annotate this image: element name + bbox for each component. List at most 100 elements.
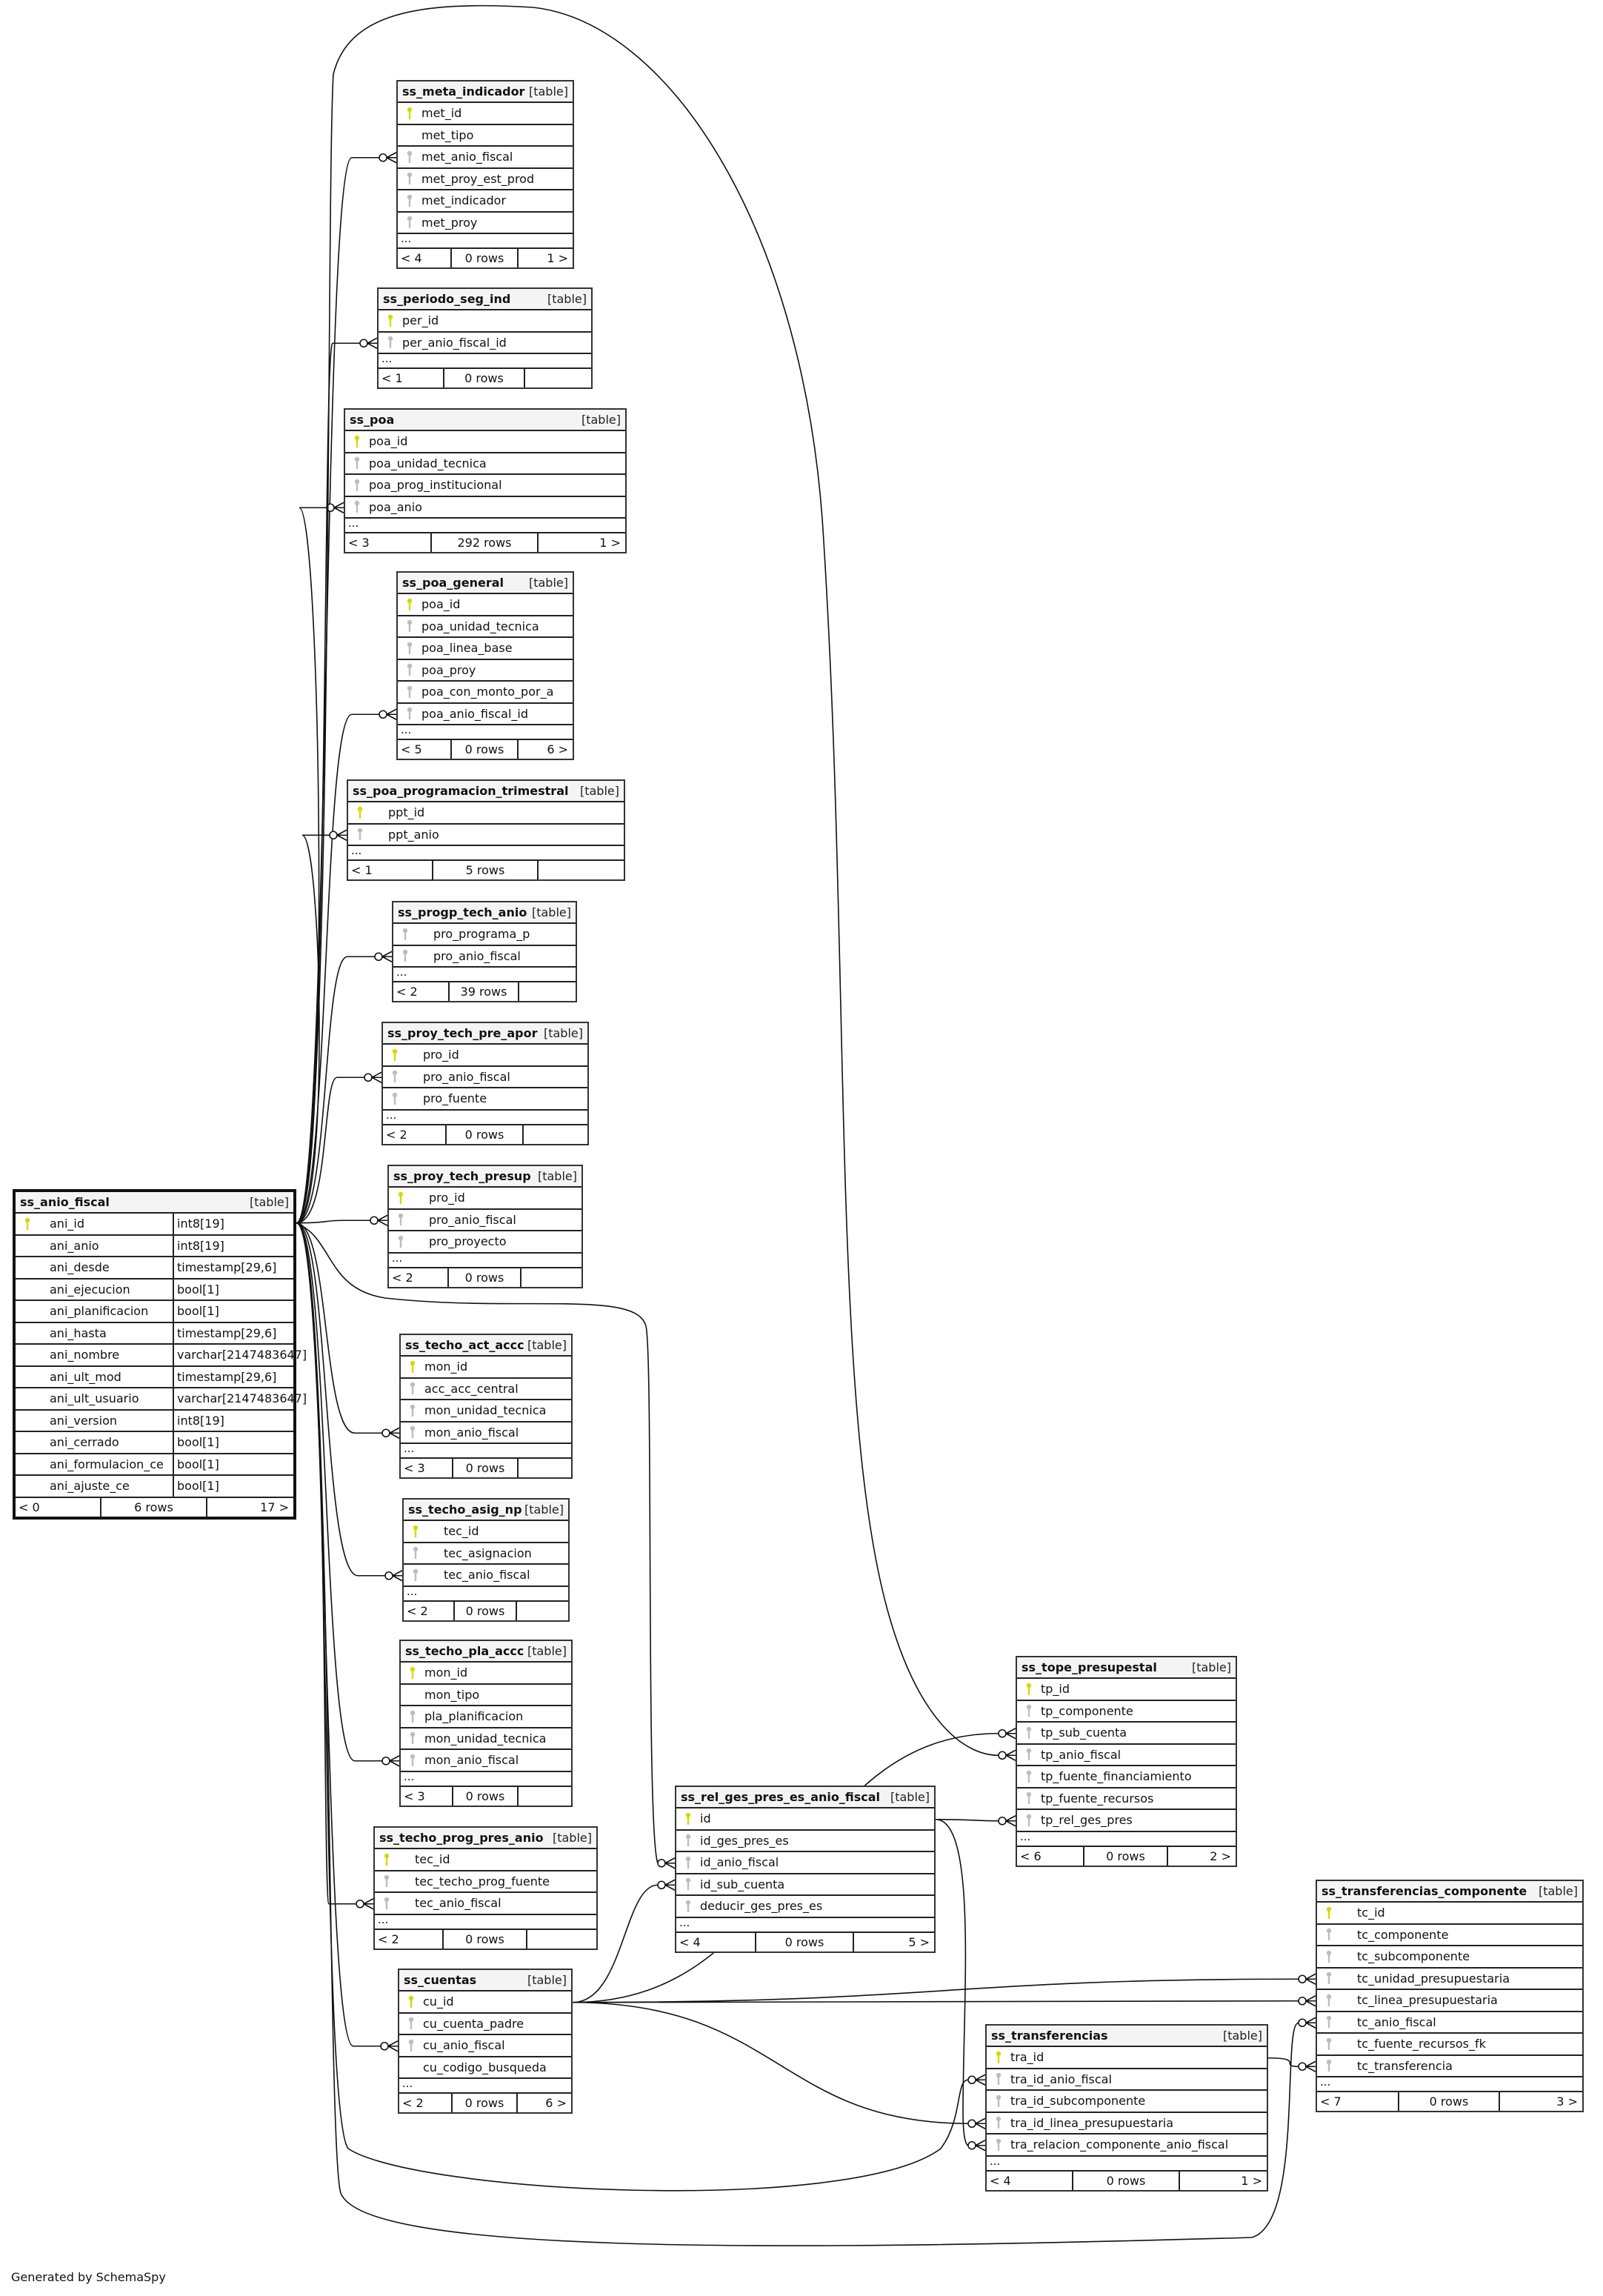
column-row[interactable]: pro_id <box>389 1188 581 1210</box>
table-header[interactable]: ss_poa_programacion_trimestral[table] <box>348 781 624 802</box>
table-header[interactable]: ss_periodo_seg_ind[table] <box>379 289 591 310</box>
column-row[interactable]: id_ges_pres_es <box>676 1831 934 1852</box>
column-row[interactable]: poa_id <box>398 594 573 616</box>
table-header[interactable]: ss_poa_general[table] <box>398 573 573 594</box>
column-row[interactable]: pro_anio_fiscal <box>393 946 576 968</box>
column-row[interactable]: tp_fuente_financiamiento <box>1017 1766 1236 1788</box>
children-count[interactable]: 17 > <box>260 1500 289 1514</box>
parents-count[interactable]: < 7 <box>1317 2092 1399 2111</box>
table-ss-transferencias-componente[interactable]: ss_transferencias_componente[table]tc_id… <box>1316 1880 1584 2112</box>
parents-count[interactable]: < 2 <box>375 1929 444 1949</box>
parents-count[interactable]: < 2 <box>393 982 450 1001</box>
column-row[interactable]: pla_planificacion <box>401 1706 571 1728</box>
parents-count[interactable]: < 3 <box>401 1786 454 1806</box>
column-row[interactable]: tc_componente <box>1317 1925 1582 1946</box>
column-row[interactable]: deducir_ges_pres_es <box>676 1896 934 1918</box>
table-header[interactable]: ss_techo_asig_np[table] <box>404 1500 568 1521</box>
table-header[interactable]: ss_tope_presupestal[table] <box>1017 1657 1236 1679</box>
column-row[interactable]: poa_unidad_tecnica <box>345 453 625 475</box>
column-row[interactable]: met_proy_est_prod <box>398 169 573 190</box>
children-count[interactable]: 5 > <box>908 1934 930 1949</box>
children-count[interactable] <box>525 369 591 387</box>
table-header[interactable]: ss_progp_tech_anio[table] <box>393 902 576 924</box>
children-count[interactable]: 6 > <box>547 742 568 756</box>
column-row[interactable]: poa_linea_base <box>398 638 573 660</box>
table-header[interactable]: ss_anio_fiscal[table] <box>16 1192 293 1214</box>
column-row[interactable]: per_id <box>379 310 591 333</box>
table-header[interactable]: ss_transferencias_componente[table] <box>1317 1881 1582 1903</box>
parents-count[interactable]: < 3 <box>401 1459 454 1477</box>
table-header[interactable]: ss_meta_indicador[table] <box>398 81 573 103</box>
column-row[interactable]: poa_anio <box>345 497 625 519</box>
column-row[interactable]: tra_relacion_componente_anio_fiscal <box>987 2134 1267 2157</box>
column-row[interactable]: poa_id <box>345 431 625 453</box>
parents-count[interactable]: < 2 <box>404 1601 455 1620</box>
parents-count[interactable]: < 1 <box>379 369 444 387</box>
column-row[interactable]: tp_fuente_recursos <box>1017 1788 1236 1810</box>
parents-count[interactable]: < 2 <box>389 1268 449 1287</box>
column-row[interactable]: tec_anio_fiscal <box>404 1565 568 1587</box>
column-row[interactable]: met_id <box>398 103 573 125</box>
column-row[interactable]: poa_proy <box>398 660 573 682</box>
children-count[interactable] <box>519 982 576 1001</box>
column-row[interactable]: pro_anio_fiscal <box>389 1210 581 1231</box>
parents-count[interactable]: < 6 <box>1017 1846 1085 1866</box>
children-count[interactable] <box>539 861 624 879</box>
table-header[interactable]: ss_rel_ges_pres_es_anio_fiscal[table] <box>676 1787 934 1808</box>
children-count[interactable] <box>519 1459 571 1477</box>
column-row[interactable]: ppt_id <box>348 802 624 825</box>
column-row[interactable]: mon_unidad_tecnica <box>401 1728 571 1750</box>
column-row[interactable]: tp_rel_ges_pres <box>1017 1810 1236 1832</box>
column-row[interactable]: tp_anio_fiscal <box>1017 1745 1236 1766</box>
column-row[interactable]: id_anio_fiscal <box>676 1852 934 1874</box>
table-header[interactable]: ss_techo_act_accc[table] <box>401 1335 571 1357</box>
children-count[interactable]: 1 > <box>547 251 568 265</box>
parents-count[interactable]: < 0 <box>16 1497 102 1517</box>
table-header[interactable]: ss_poa[table] <box>345 410 625 431</box>
column-row[interactable]: pro_proyecto <box>389 1231 581 1254</box>
parents-count[interactable]: < 2 <box>399 2094 453 2112</box>
column-row[interactable]: acc_acc_central <box>401 1379 571 1400</box>
children-count[interactable] <box>517 1602 568 1620</box>
column-row[interactable]: tra_id_anio_fiscal <box>987 2069 1267 2091</box>
column-row[interactable]: tc_fuente_recursos_fk <box>1317 2034 1582 2056</box>
children-count[interactable] <box>519 1787 571 1806</box>
column-row[interactable]: cu_cuenta_padre <box>399 2014 571 2035</box>
column-row[interactable]: ppt_anio <box>348 825 624 846</box>
column-row[interactable]: poa_anio_fiscal_id <box>398 704 573 725</box>
parents-count[interactable]: < 1 <box>348 861 434 879</box>
table-header[interactable]: ss_proy_tech_presup[table] <box>389 1166 581 1188</box>
column-row[interactable]: per_anio_fiscal_id <box>379 333 591 354</box>
column-row[interactable]: mon_id <box>401 1663 571 1685</box>
column-row[interactable]: met_proy <box>398 213 573 234</box>
column-row[interactable]: met_indicador <box>398 190 573 213</box>
column-row[interactable]: tp_sub_cuenta <box>1017 1723 1236 1745</box>
table-header[interactable]: ss_cuentas[table] <box>399 1970 571 1991</box>
parents-count[interactable]: < 3 <box>345 533 433 552</box>
column-row[interactable]: tec_id <box>404 1521 568 1543</box>
column-row[interactable]: mon_anio_fiscal <box>401 1750 571 1772</box>
parents-count[interactable]: < 2 <box>383 1125 447 1144</box>
column-row[interactable]: tc_id <box>1317 1903 1582 1925</box>
column-row[interactable]: pro_programa_p <box>393 924 576 946</box>
column-row[interactable]: poa_unidad_tecnica <box>398 616 573 638</box>
